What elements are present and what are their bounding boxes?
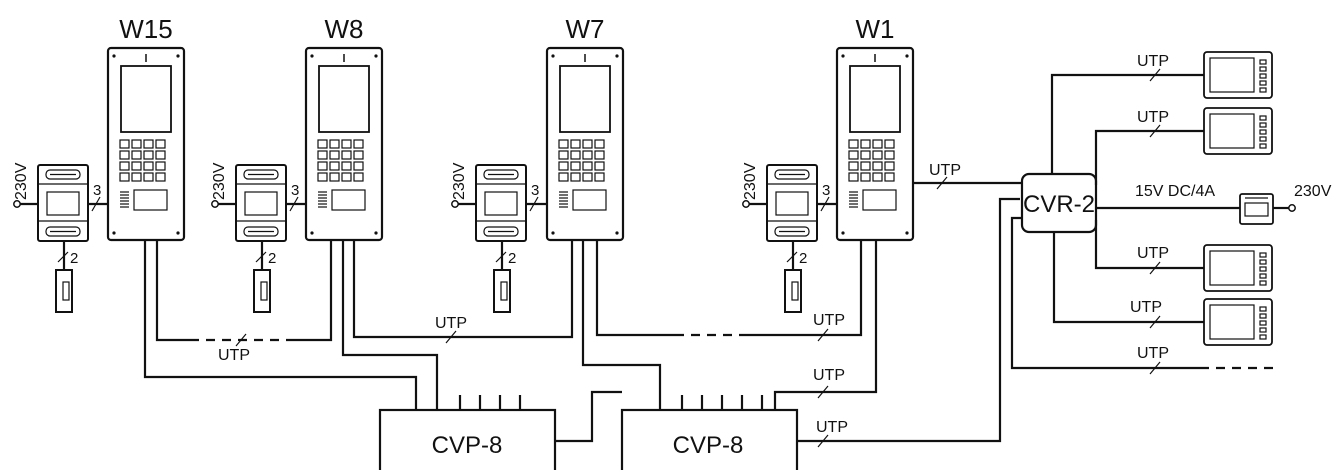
panel-label: W8 <box>325 14 364 44</box>
door-panel-w7: W7 <box>545 14 625 242</box>
splitter-left: CVP-8 <box>378 395 557 470</box>
panel-chain-wiring: UTP UTP UTP <box>155 240 863 364</box>
wire-count: 2 <box>268 250 276 267</box>
panel-label: W7 <box>566 14 605 44</box>
splitter-label: CVP-8 <box>432 432 503 459</box>
door-panel-w1: W1 <box>835 14 915 242</box>
cable-label: UTP <box>218 347 250 364</box>
dc-label: 15V DC/4A <box>1135 183 1215 200</box>
indoor-monitor-2 <box>1203 107 1273 155</box>
router-power-supply: 15V DC/4A 230V <box>1096 183 1332 225</box>
wire-count: 3 <box>291 182 299 199</box>
power-supply-4: 230V 3 2 <box>742 162 837 313</box>
indoor-monitor-3 <box>1203 244 1273 292</box>
splitter-label: CVP-8 <box>673 432 744 459</box>
router-cvr-2: CVR-2 <box>1020 172 1098 234</box>
wire-count: 2 <box>70 250 78 267</box>
cable-label: UTP <box>1137 245 1169 262</box>
cable-label: UTP <box>1137 53 1169 70</box>
cable-label: UTP <box>1137 109 1169 126</box>
cable-label: UTP <box>816 419 848 436</box>
door-panel-w15: W15 <box>106 14 186 242</box>
power-supply-2: 230V 3 2 <box>211 162 306 313</box>
cable-label: UTP <box>929 162 961 179</box>
splitter-right: CVP-8 <box>620 395 799 470</box>
wire-count: 2 <box>799 250 807 267</box>
mains-label: 230V <box>13 162 30 200</box>
mains-label: 230V <box>742 162 759 200</box>
mains-label: 230V <box>451 162 468 200</box>
indoor-monitor-1 <box>1203 51 1273 99</box>
splitter-to-router-wiring <box>797 197 1020 443</box>
wire-count: 3 <box>531 182 539 199</box>
door-panel-w8: W8 <box>304 14 384 242</box>
panel-label: W1 <box>856 14 895 44</box>
router-label: CVR-2 <box>1023 191 1095 218</box>
cable-label: UTP <box>435 315 467 332</box>
router-to-monitor-wiring: UTP UTP UTP UTP UTP <box>1010 53 1275 375</box>
splitter-link <box>555 390 622 443</box>
panel-label: W15 <box>119 14 172 44</box>
power-supply-3: 230V 3 2 <box>451 162 547 313</box>
mains-label: 230V <box>1294 183 1332 200</box>
wire-count: 3 <box>93 182 101 199</box>
cable-label: UTP <box>1130 299 1162 316</box>
wire-count: 3 <box>822 182 830 199</box>
mains-label: 230V <box>211 162 228 200</box>
cable-label: UTP <box>813 367 845 384</box>
indoor-monitor-4 <box>1203 298 1273 346</box>
power-supply-1: 230V 3 2 <box>13 162 108 313</box>
wire-count: 2 <box>508 250 516 267</box>
panel-to-splitter-wiring: UTP <box>143 240 878 410</box>
cable-label: UTP <box>1137 345 1169 362</box>
cable-label: UTP <box>813 312 845 329</box>
